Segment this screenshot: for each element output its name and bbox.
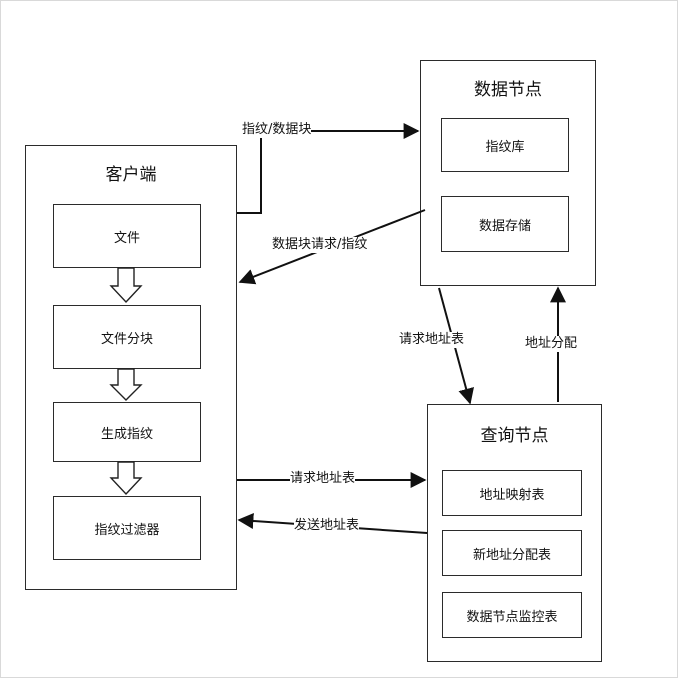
data-node-item-fingerprint-db: 指纹库 (441, 118, 569, 172)
data-node-title: 数据节点 (474, 80, 542, 100)
client-title: 客户端 (105, 165, 157, 185)
client-item-fingerprint-filter: 指纹过滤器 (53, 496, 201, 560)
label-send-address: 发送地址表 (294, 518, 360, 534)
label-block-request: 数据块请求/指纹 (272, 237, 368, 253)
label-request-address-up: 请求地址表 (399, 332, 465, 348)
query-node-item-address-map: 地址映射表 (442, 470, 582, 516)
query-node-title: 查询节点 (480, 426, 549, 446)
label-fingerprint-block: 指纹/数据块 (242, 122, 312, 138)
data-node-box: 数据节点 (420, 60, 596, 286)
client-item-fingerprint-gen: 生成指纹 (53, 402, 201, 462)
client-item-file: 文件 (53, 204, 201, 268)
client-item-file-chunking: 文件分块 (53, 305, 201, 369)
data-node-item-data-storage: 数据存储 (441, 196, 569, 252)
query-node-item-new-address-alloc: 新地址分配表 (442, 530, 582, 576)
label-address-alloc: 地址分配 (525, 336, 578, 352)
label-request-address: 请求地址表 (290, 471, 356, 487)
query-node-item-node-monitor: 数据节点监控表 (442, 592, 582, 638)
